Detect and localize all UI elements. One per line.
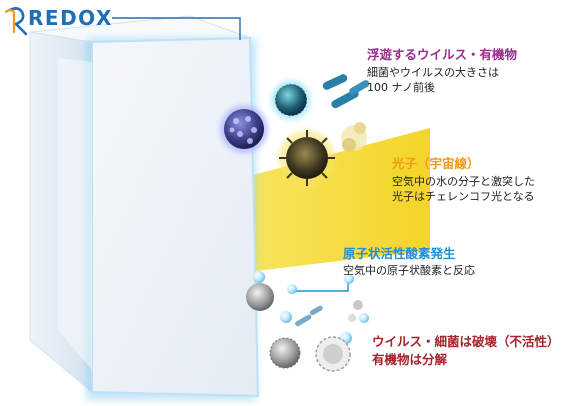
virus-purple xyxy=(220,105,268,153)
oxygen-leader-line xyxy=(292,282,349,292)
redox-logo-mark xyxy=(4,7,28,36)
grey-virus-lower-left xyxy=(269,337,301,369)
floating-virus-line-1: 細菌やウイルスの大きさは xyxy=(367,66,499,79)
destruction-title: ウイルス・細菌は破壊（不活性） xyxy=(372,334,560,349)
floating-virus-line-2: 100 ナノ前後 xyxy=(367,81,435,94)
virus-teal xyxy=(271,80,311,120)
brand-wordmark: REDOX xyxy=(28,6,113,30)
virus-gold xyxy=(279,130,335,186)
bacteria-rods xyxy=(322,74,370,109)
photon-line-2: 光子はチェレンコフ光となる xyxy=(392,190,535,203)
photon-line-1: 空気中の水の分子と激突した xyxy=(392,175,535,188)
active-oxygen-line-1: 空気中の原子状酸素と反応 xyxy=(343,264,475,277)
logo-leader-line xyxy=(112,17,241,40)
active-oxygen-title: 原子状活性酸素発生 xyxy=(343,246,456,261)
grey-virus-lower-right xyxy=(315,336,351,372)
destruction-line-1: 有機物は分解 xyxy=(372,352,448,367)
spore-cluster xyxy=(341,122,367,152)
glass-panel xyxy=(29,15,260,400)
photon-title: 光子（宇宙線） xyxy=(392,156,480,171)
degraded-fragments xyxy=(295,300,363,327)
floating-virus-title: 浮遊するウイルス・有機物 xyxy=(367,47,518,62)
grey-virus-upper xyxy=(246,283,274,311)
